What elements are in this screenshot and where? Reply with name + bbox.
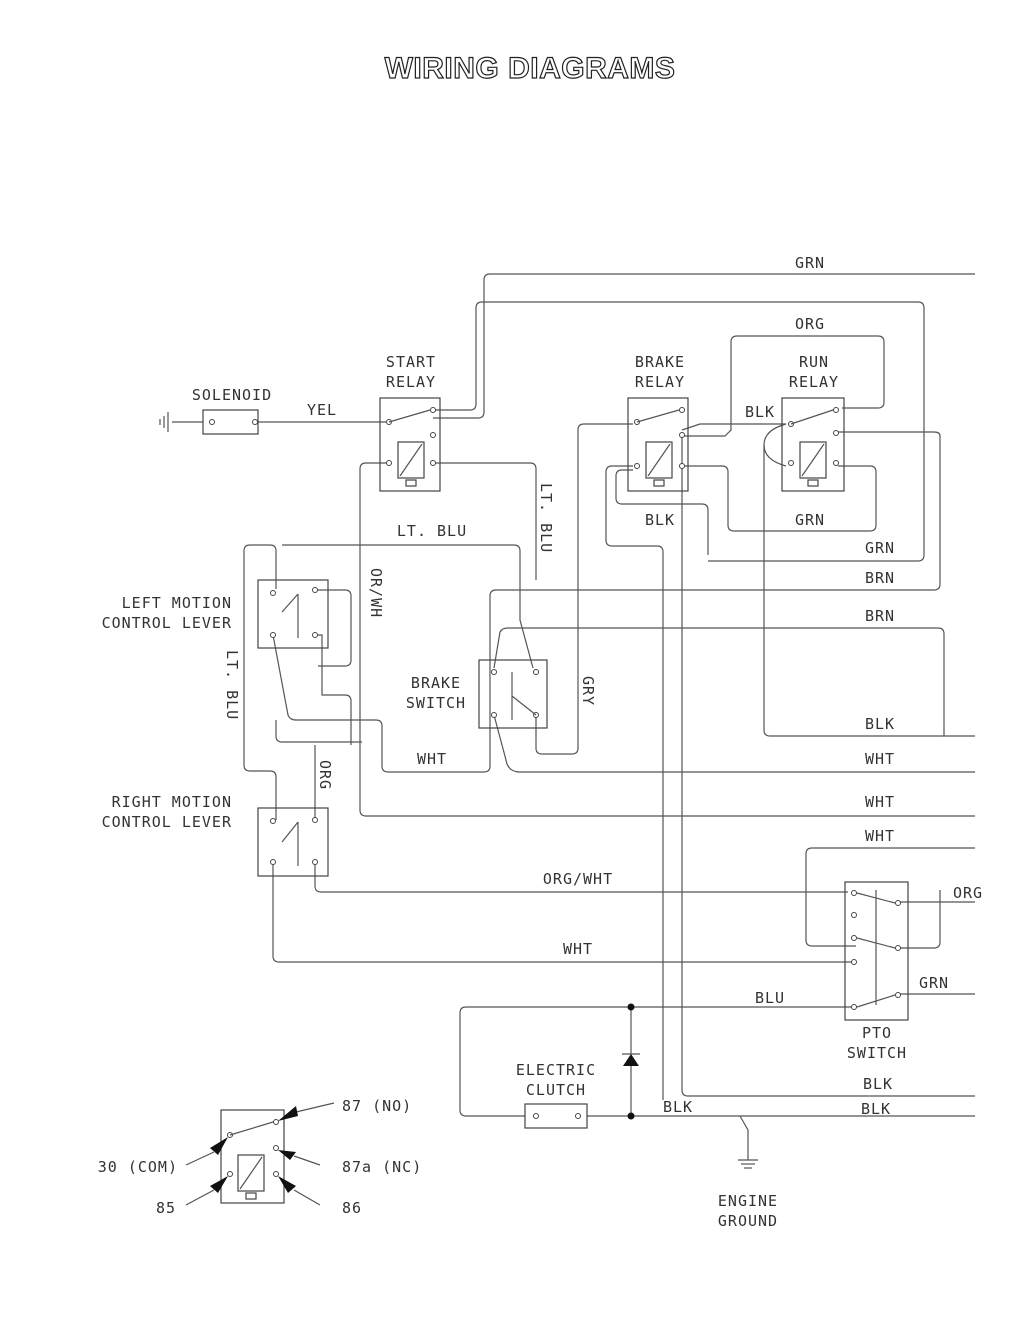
right-lever-label-2: CONTROL LEVER (102, 813, 232, 831)
wire-label: BLK (865, 715, 895, 733)
start-relay (379, 397, 441, 492)
page-title: WIRING DIAGRAMS (384, 51, 676, 85)
wire-label: WHT (563, 940, 593, 958)
brake-switch-label-1: BRAKE (411, 674, 461, 692)
left-motion-control-lever (257, 579, 329, 649)
legend-pin-87a: 87a (NC) (342, 1158, 422, 1176)
wire-label: BLK (745, 403, 775, 421)
clutch-label-2: CLUTCH (526, 1081, 586, 1099)
run-relay-label-2: RELAY (789, 373, 839, 391)
wire-label: GRN (795, 511, 825, 529)
wire-label: ORG (316, 760, 334, 790)
wire-label: BLK (645, 511, 675, 529)
pto-switch-label-2: SWITCH (847, 1044, 907, 1062)
wire-label: LT. BLU (223, 650, 241, 720)
left-lever-label-1: LEFT MOTION (122, 594, 232, 612)
wire-label: BLK (663, 1098, 693, 1116)
wire-label: LT. BLU (397, 522, 467, 540)
legend-pin-85: 85 (156, 1199, 176, 1217)
wire-label: WHT (417, 750, 447, 768)
legend-pin-30: 30 (COM) (98, 1158, 178, 1176)
brake-relay-label-2: RELAY (635, 373, 685, 391)
engine-ground-label-2: GROUND (718, 1212, 778, 1230)
brake-switch (478, 659, 548, 729)
wire-label: ORG (953, 884, 983, 902)
right-motion-control-lever (257, 807, 329, 877)
pto-switch-label-1: PTO (862, 1024, 892, 1042)
engine-ground (738, 1159, 758, 1169)
left-lever-label-2: CONTROL LEVER (102, 614, 232, 632)
wire-label: ORG (795, 315, 825, 333)
wires (172, 273, 975, 1160)
wire-label: GRN (919, 974, 949, 992)
wire-label: BRN (865, 607, 895, 625)
wire-label: BLU (755, 989, 785, 1007)
wire-label: LT. BLU (537, 483, 555, 553)
wire-label: WHT (865, 793, 895, 811)
wire-label: BLK (863, 1075, 893, 1093)
engine-ground-label-1: ENGINE (718, 1192, 778, 1210)
run-relay (781, 397, 845, 492)
right-lever-label-1: RIGHT MOTION (112, 793, 232, 811)
brake-relay-label-1: BRAKE (635, 353, 685, 371)
wire-label: GRN (865, 539, 895, 557)
wire-label: OR/WH (367, 568, 385, 618)
wire-label: BLK (861, 1100, 891, 1118)
pto-switch (844, 881, 909, 1021)
relay-legend (185, 1102, 335, 1206)
wire-label: ORG/WHT (543, 870, 613, 888)
solenoid (159, 409, 259, 435)
brake-switch-label-2: SWITCH (406, 694, 466, 712)
solenoid-label: SOLENOID (192, 386, 272, 404)
brake-relay (627, 397, 689, 492)
wire-label: GRN (795, 254, 825, 272)
run-relay-label-1: RUN (799, 353, 829, 371)
clutch-label-1: ELECTRIC (516, 1061, 596, 1079)
legend-pin-86: 86 (342, 1199, 362, 1217)
wire-label: BRN (865, 569, 895, 587)
electric-clutch (524, 1003, 640, 1129)
legend-pin-87: 87 (NO) (342, 1097, 412, 1115)
start-relay-label-2: RELAY (386, 373, 436, 391)
start-relay-label-1: START (386, 353, 436, 371)
wire-label: WHT (865, 750, 895, 768)
wire-label: WHT (865, 827, 895, 845)
wire-label: GRY (579, 676, 597, 706)
wire-label: YEL (307, 401, 337, 419)
